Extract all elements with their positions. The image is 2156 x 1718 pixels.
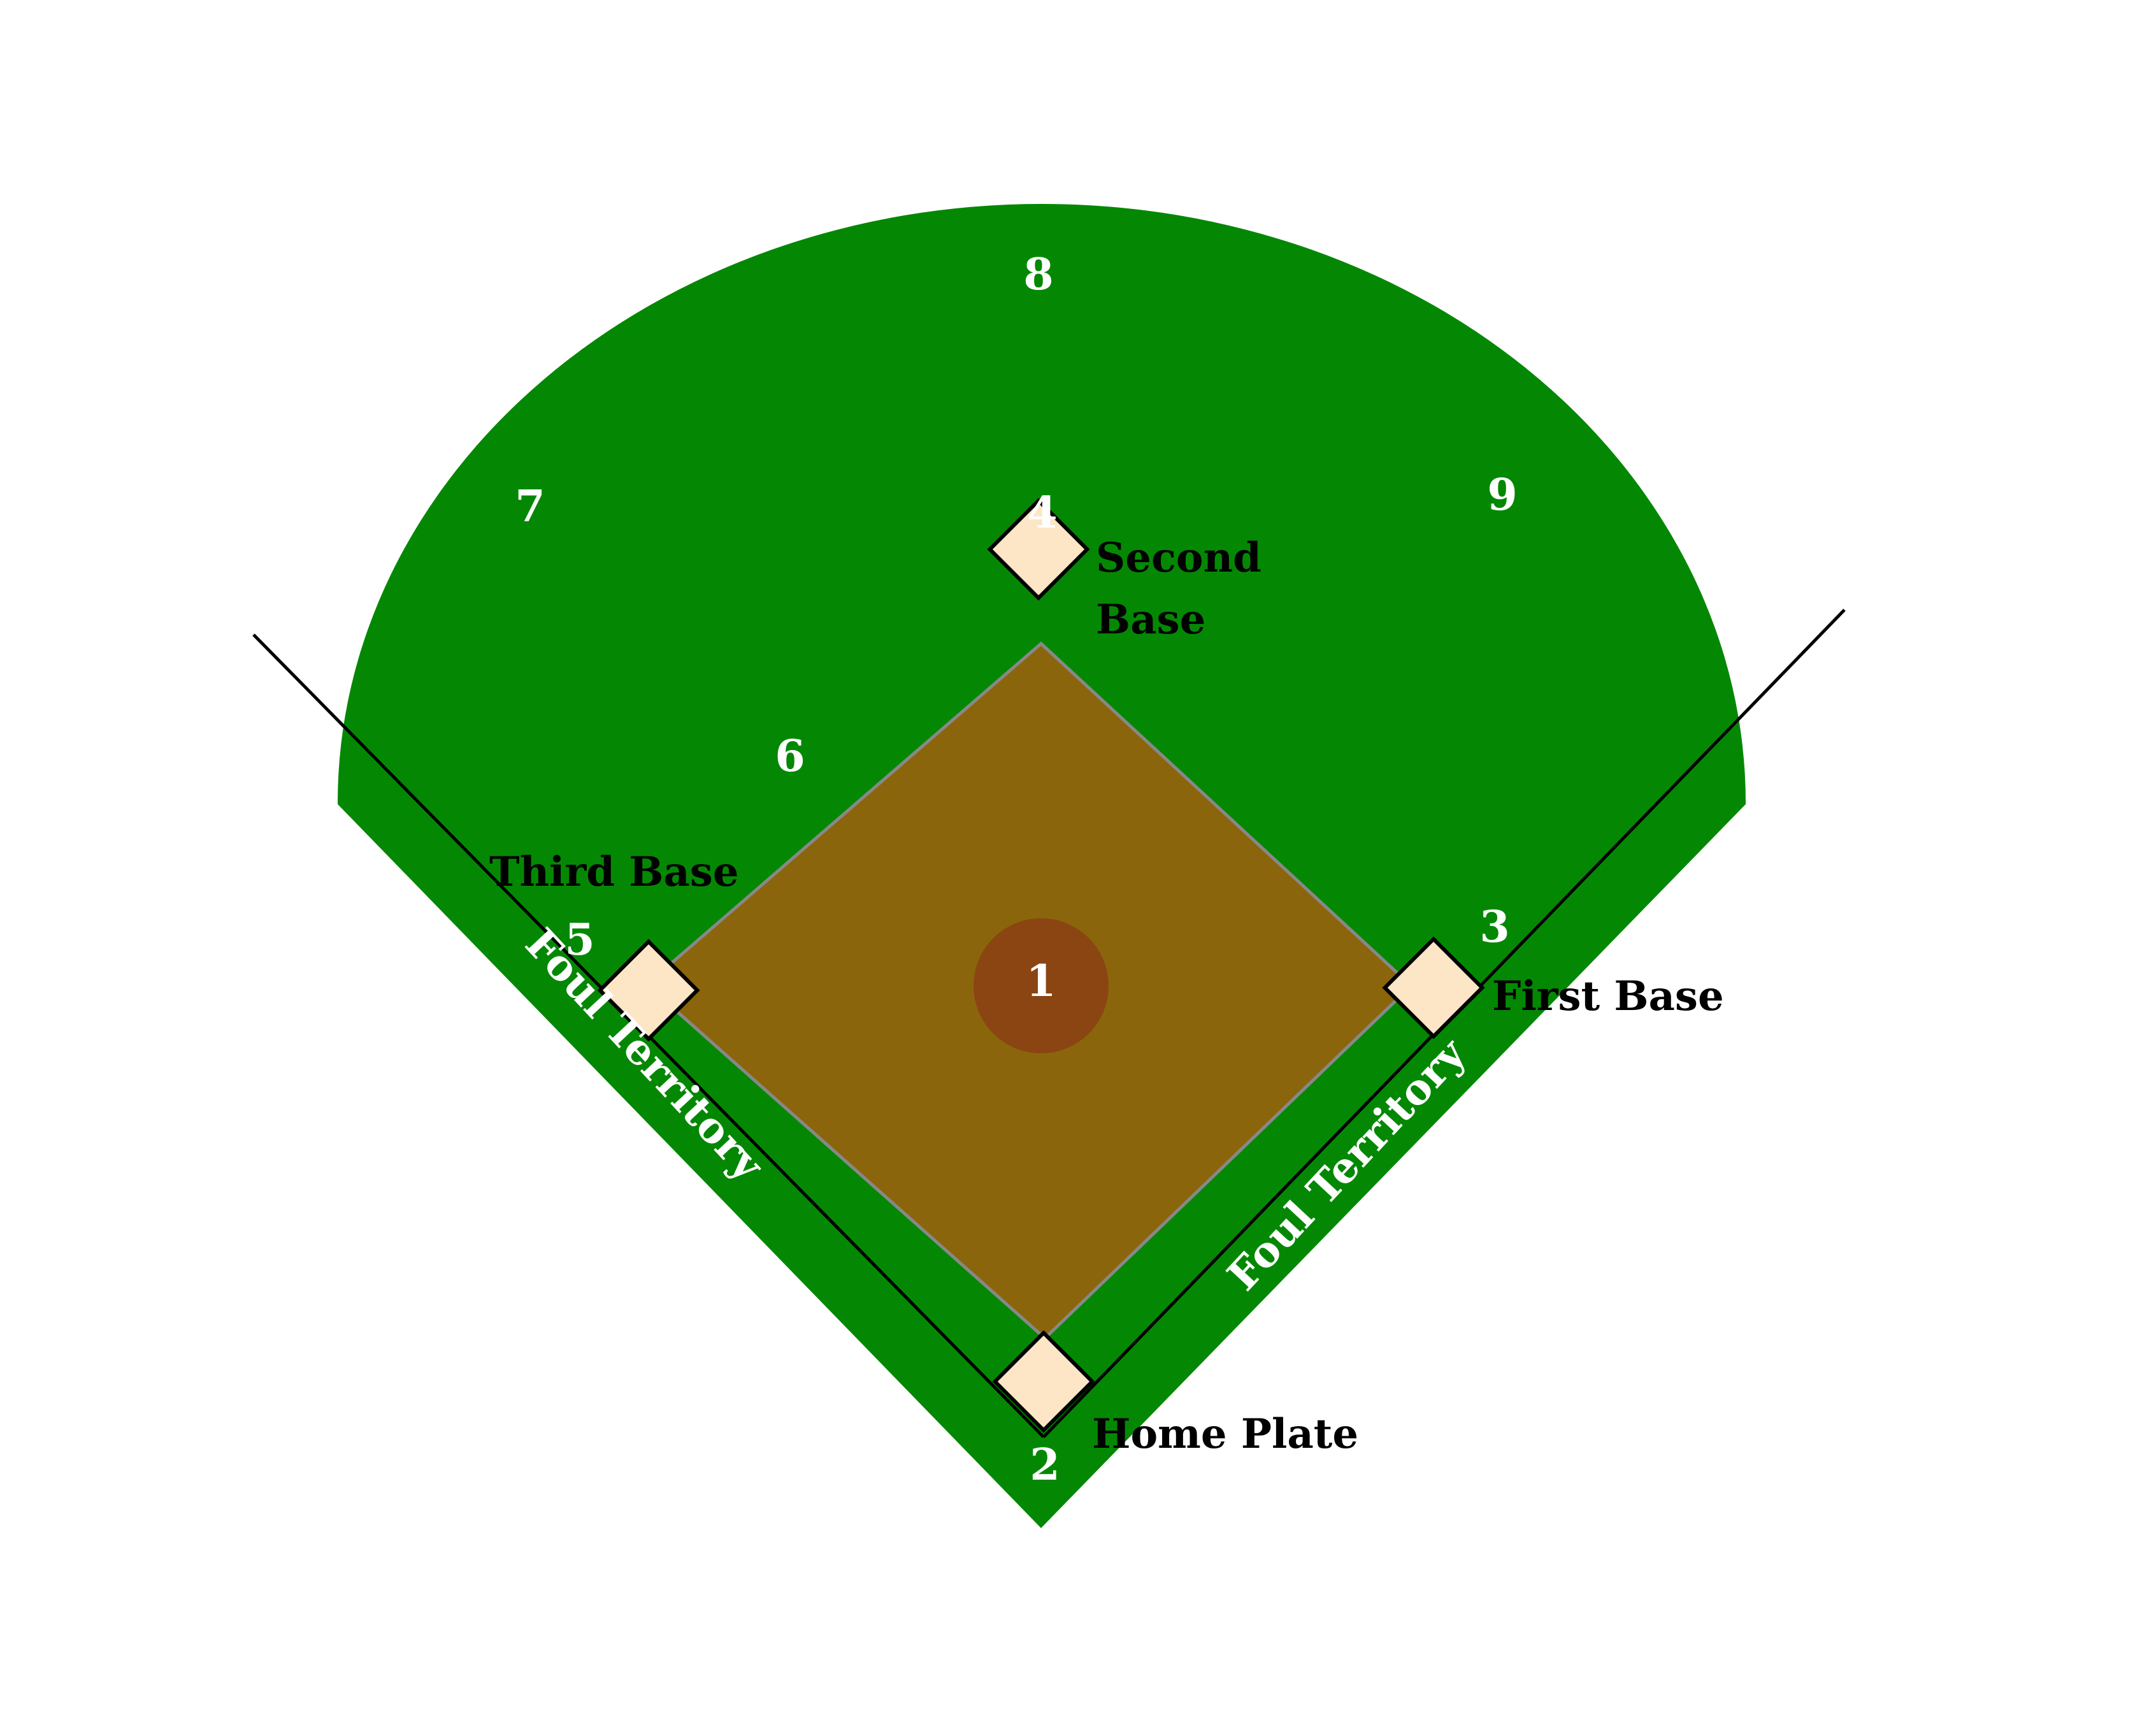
position-5-third-baseman: 5	[564, 914, 594, 965]
third-base-label: Third Base	[489, 848, 739, 896]
home-plate	[992, 1330, 1095, 1433]
first-base-label: First Base	[1492, 972, 1724, 1020]
position-8-center-fielder: 8	[1023, 249, 1053, 300]
second-base-label-line1: Second	[1096, 534, 1261, 582]
first-base	[1382, 936, 1485, 1039]
position-4-second-baseman: 4	[1027, 487, 1057, 538]
third-base	[597, 939, 700, 1042]
position-7-left-fielder: 7	[515, 481, 545, 532]
position-2-catcher: 2	[1030, 1440, 1060, 1491]
position-9-right-fielder: 9	[1487, 470, 1517, 521]
position-3-first-baseman: 3	[1479, 902, 1509, 953]
home-plate-label: Home Plate	[1092, 1410, 1358, 1458]
second-base	[987, 498, 1090, 601]
position-6-shortstop: 6	[775, 731, 805, 782]
position-1-pitcher: 1	[1026, 956, 1056, 1007]
pitchers-mound	[974, 918, 1109, 1053]
second-base-label-line2: Base	[1096, 596, 1205, 644]
